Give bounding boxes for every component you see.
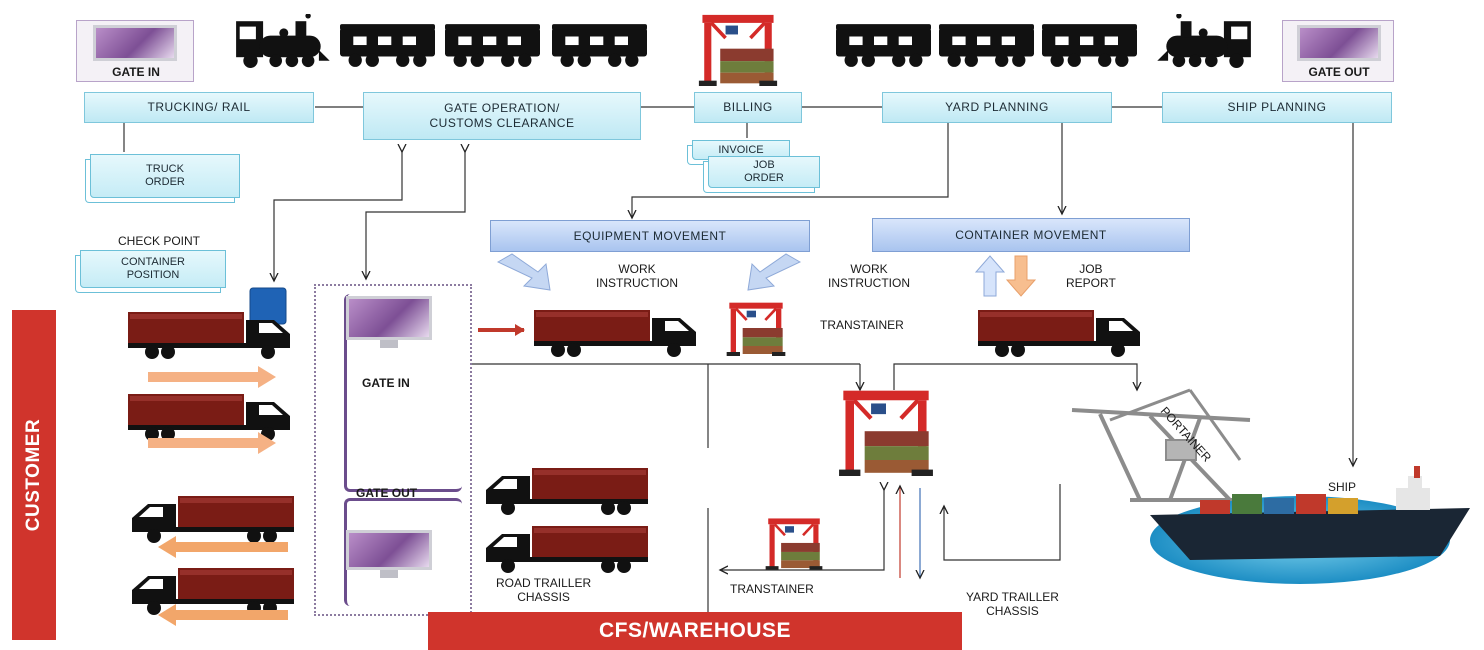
portainer-crane-icon [1071, 388, 1260, 502]
truck-order-label-1: TRUCK [146, 163, 184, 175]
road-trailer-label: ROAD TRAILLER CHASSIS [496, 576, 591, 604]
road-trailer-line1: ROAD TRAILLER [496, 576, 592, 590]
arrow-gate-to-checkpoint [274, 152, 402, 281]
equipment-movement-label: EQUIPMENT MOVEMENT [573, 228, 727, 243]
orange-arrow-right-2-head [258, 432, 276, 454]
container-movement-box: CONTAINER MOVEMENT [872, 218, 1190, 252]
orange-arrow-left-2-head [158, 604, 176, 626]
invoice-doc: INVOICE [692, 140, 790, 160]
customer-truck-2 [128, 394, 290, 441]
gate-operation-label-2: CUSTOMS CLEARANCE [429, 116, 575, 130]
yard-trailer-label: YARD TRAILLER CHASSIS [966, 590, 1059, 618]
yard-truck-right [978, 310, 1140, 357]
monitor-icon [346, 530, 432, 570]
transtainer-bottom-label: TRANSTAINER [730, 582, 814, 596]
trucking-rail-box: TRUCKING/ RAIL [84, 92, 314, 123]
job-report: JOB REPORT [1066, 262, 1116, 290]
gate-out-panel-label: GATE OUT [356, 486, 418, 500]
customer-banner: CUSTOMER [12, 310, 56, 640]
work-instruction-2-line1: WORK [850, 262, 888, 276]
work-instruction-1-line2: INSTRUCTION [596, 276, 678, 290]
yard-planning-box: YARD PLANNING [882, 92, 1112, 123]
road-trailer-line2: CHASSIS [517, 590, 570, 604]
work-instruction-1: WORK INSTRUCTION [596, 262, 678, 290]
crane-mid-left-icon [724, 300, 788, 356]
road-trailer-truck-2 [486, 526, 648, 573]
truck-order-doc: TRUCK ORDER [90, 154, 240, 198]
checkpoint-cube [249, 287, 287, 325]
gate-out-top-card: GATE OUT [1282, 20, 1394, 82]
work-instruction-1-line1: WORK [618, 262, 656, 276]
cfs-warehouse-label: CFS/WAREHOUSE [598, 619, 791, 642]
gate-panel: GATE IN GATE OUT [314, 284, 472, 616]
job-order-label-2: ORDER [744, 172, 784, 184]
customer-truck-3 [132, 496, 294, 543]
check-point-label: CHECK POINT [118, 234, 201, 248]
job-report-arrow-down [1005, 255, 1037, 297]
billing-label: BILLING [723, 100, 773, 114]
container-position-label-1: CONTAINER [121, 256, 185, 268]
orange-arrow-right-1-head [258, 366, 276, 388]
work-arrow-up [974, 255, 1006, 297]
orange-arrow-right-1 [148, 372, 260, 382]
crane-top-icon [699, 15, 777, 86]
gate-out-top-label: GATE OUT [1308, 65, 1370, 79]
orange-arrow-right-2 [148, 438, 260, 448]
equipment-movement-box: EQUIPMENT MOVEMENT [490, 220, 810, 252]
flow-yard-trailer [944, 484, 1061, 561]
monitor-icon [93, 25, 177, 61]
gate-operation-label-1: GATE OPERATION/ [444, 101, 560, 115]
crane-bottom-icon [763, 516, 825, 570]
ship-planning-box: SHIP PLANNING [1162, 92, 1392, 123]
arrow-yard-to-equipment [632, 123, 949, 218]
job-order-label-1: JOB [753, 159, 775, 171]
truck-order-label-2: ORDER [145, 176, 185, 188]
ship-planning-label: SHIP PLANNING [1227, 100, 1327, 114]
work-instruction-2-line2: INSTRUCTION [828, 276, 910, 290]
customer-truck-4 [132, 568, 294, 615]
job-order-doc: JOB ORDER [708, 156, 820, 188]
monitor-icon [346, 296, 432, 340]
orange-arrow-left-1 [174, 542, 288, 552]
arrow-gate-to-panel [366, 152, 465, 279]
container-movement-label: CONTAINER MOVEMENT [955, 227, 1107, 242]
gate-in-frame [344, 294, 462, 492]
flow-to-transtainer-bottom [720, 490, 884, 570]
monitor-stand [380, 340, 398, 348]
orange-arrow-left-1-head [158, 536, 176, 558]
monitor-stand [380, 570, 398, 578]
yard-truck-left [534, 310, 696, 357]
monitor-icon [1297, 25, 1381, 61]
container-position-label-2: POSITION [126, 269, 180, 281]
customer-banner-label: CUSTOMER [23, 418, 45, 532]
gate-out-frame [344, 498, 462, 606]
work-arrow-left [496, 253, 551, 291]
work-instruction-2: WORK INSTRUCTION [828, 262, 910, 290]
gate-in-top-card: GATE IN [76, 20, 194, 82]
orange-arrow-left-2 [174, 610, 288, 620]
yard-trailer-line2: CHASSIS [986, 604, 1039, 618]
work-arrow-right [747, 253, 802, 291]
trucking-rail-label: TRUCKING/ RAIL [147, 100, 251, 114]
billing-box: BILLING [694, 92, 802, 123]
ship-icon [1150, 466, 1470, 560]
train-left [236, 14, 647, 68]
gate-in-top-label: GATE IN [112, 65, 160, 79]
invoice-label: INVOICE [718, 143, 764, 156]
gate-in-panel-label: GATE IN [362, 376, 410, 390]
train-right [836, 14, 1251, 68]
yard-planning-label: YARD PLANNING [945, 100, 1049, 114]
yard-trailer-line1: YARD TRAILLER [966, 590, 1059, 604]
gate-operation-box: GATE OPERATION/ CUSTOMS CLEARANCE [363, 92, 641, 140]
job-report-line1: JOB [1079, 262, 1103, 276]
flow-to-portainer [893, 363, 1137, 390]
ship-label: SHIP [1328, 480, 1357, 494]
container-position-doc: CONTAINER POSITION [80, 250, 226, 288]
cfs-warehouse-banner: CFS/WAREHOUSE [428, 612, 962, 650]
road-trailer-truck-1 [486, 468, 648, 515]
transtainer-top-label: TRANSTAINER [820, 318, 904, 332]
job-report-line2: REPORT [1066, 276, 1116, 290]
crane-center-icon [839, 391, 933, 476]
